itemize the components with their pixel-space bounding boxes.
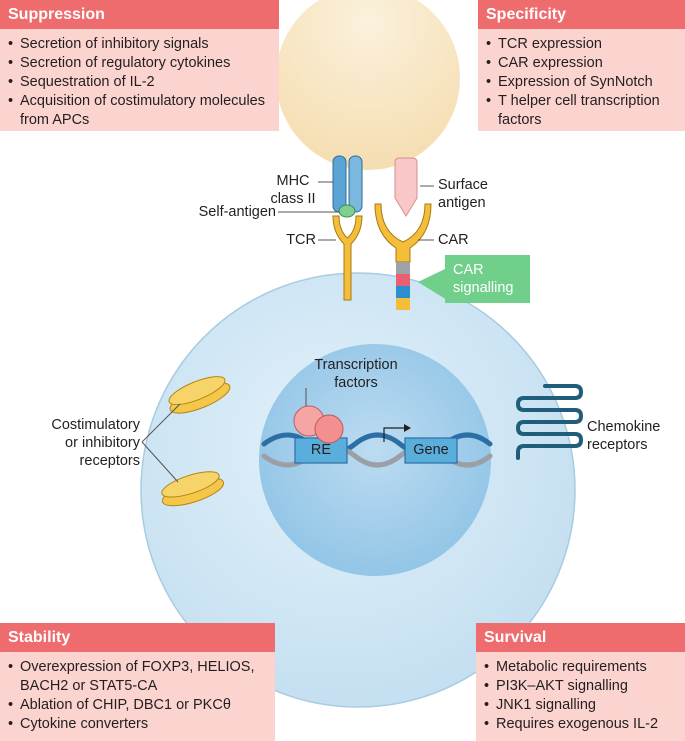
apc-cell — [276, 0, 460, 170]
nucleus — [259, 344, 491, 576]
list-item: PI3K–AKT signalling — [484, 677, 679, 696]
self-antigen-label: Self-antigen — [198, 204, 276, 220]
list-item: TCR expression — [486, 35, 679, 54]
self-antigen — [338, 204, 356, 218]
car-label: CAR — [438, 232, 469, 248]
specificity-list: TCR expression CAR expression Expression… — [478, 29, 685, 136]
transcription-start-arrow — [383, 424, 411, 442]
transcription-factors — [293, 405, 344, 444]
list-item: T helper cell transcription factors — [486, 92, 679, 130]
surface-antigen-label-line2: antigen — [438, 195, 486, 211]
tcr-receptor — [332, 215, 363, 301]
specificity-panel: Specificity TCR expression CAR expressio… — [478, 0, 685, 131]
list-item: JNK1 signalling — [484, 696, 679, 715]
surface-antigen — [394, 157, 418, 217]
list-item: Overexpression of FOXP3, HELIOS, BACH2 o… — [8, 658, 269, 696]
transcription-factors-label: Transcription factors — [296, 356, 416, 392]
chemokine-label: Chemokine receptors — [587, 418, 682, 454]
mhc-label-line2: class II — [270, 191, 316, 207]
list-item: Cytokine converters — [8, 715, 269, 734]
car-receptor — [374, 203, 432, 310]
costimulatory-label: Costimulatory or inhibitory receptors — [10, 416, 140, 470]
costimulatory-receptors — [161, 376, 231, 507]
surface-antigen-label-line1: Surface — [438, 177, 488, 193]
mhc-label-line1: MHC — [276, 173, 310, 189]
list-item: Ablation of CHIP, DBC1 or PKCθ — [8, 696, 269, 715]
tcr-label: TCR — [286, 232, 316, 248]
list-item: Acquisition of costimulatory molecules f… — [8, 92, 273, 130]
transcription-factors-label-line2: factors — [334, 375, 378, 391]
list-item: Metabolic requirements — [484, 658, 679, 677]
costimulatory-label-line3: receptors — [79, 453, 140, 469]
list-item: Secretion of inhibitory signals — [8, 35, 273, 54]
mhc-label: MHC class II — [262, 172, 324, 208]
gene-label: Gene — [413, 442, 449, 458]
stability-title: Stability — [0, 623, 275, 652]
survival-panel: Survival Metabolic requirements PI3K–AKT… — [476, 623, 685, 741]
stability-panel: Stability Overexpression of FOXP3, HELIO… — [0, 623, 275, 741]
car-signalling-label: CAR signalling — [453, 261, 529, 297]
car-signalling-callout — [418, 255, 530, 303]
transcription-factors-label-line1: Transcription — [314, 357, 398, 373]
re-box — [294, 437, 348, 464]
re-label: RE — [310, 442, 332, 458]
surface-antigen-label: Surface antigen — [438, 176, 528, 212]
mhc-class-ii — [332, 155, 363, 213]
car-signalling-label-line2: signalling — [453, 280, 514, 296]
list-item: Expression of SynNotch — [486, 73, 679, 92]
suppression-title: Suppression — [0, 0, 279, 29]
specificity-title: Specificity — [478, 0, 685, 29]
list-item: Secretion of regulatory cytokines — [8, 54, 273, 73]
chemokine-receptor — [515, 384, 584, 460]
costimulatory-label-line2: or inhibitory — [65, 435, 140, 451]
survival-list: Metabolic requirements PI3K–AKT signalli… — [476, 652, 685, 740]
stability-list: Overexpression of FOXP3, HELIOS, BACH2 o… — [0, 652, 275, 740]
chemokine-label-line2: receptors — [587, 437, 648, 453]
suppression-list: Secretion of inhibitory signals Secretio… — [0, 29, 279, 136]
costimulatory-label-line1: Costimulatory — [51, 417, 140, 433]
list-item: CAR expression — [486, 54, 679, 73]
list-item: Requires exogenous IL-2 — [484, 715, 679, 734]
list-item: Sequestration of IL-2 — [8, 73, 273, 92]
chemokine-label-line1: Chemokine — [587, 419, 661, 435]
costimulatory-leader-lines — [141, 403, 181, 483]
car-signalling-label-line1: CAR — [453, 262, 484, 278]
gene-box — [404, 437, 458, 464]
suppression-panel: Suppression Secretion of inhibitory sign… — [0, 0, 279, 131]
survival-title: Survival — [476, 623, 685, 652]
top-label-leaders — [278, 181, 434, 241]
